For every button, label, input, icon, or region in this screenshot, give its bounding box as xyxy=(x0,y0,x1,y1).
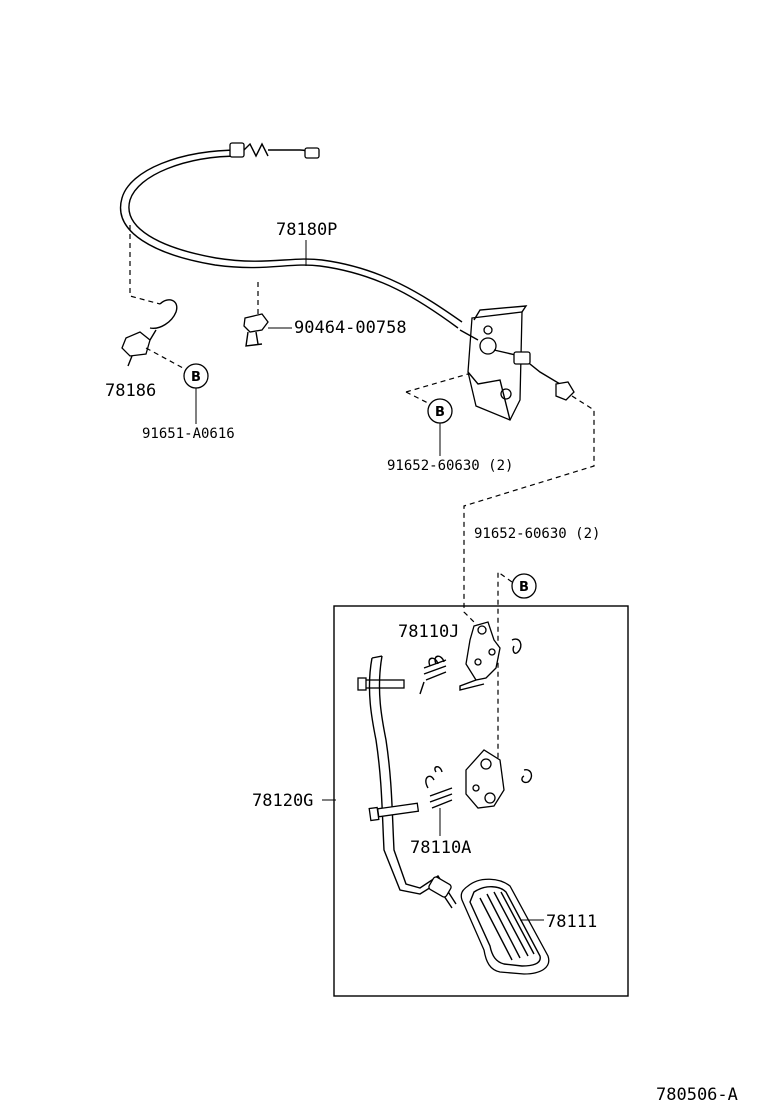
cable-clip xyxy=(121,225,184,369)
label-pedal-bolts: 91652-60630 (2) xyxy=(474,526,600,542)
callout-b-bracket: B xyxy=(427,398,453,456)
pedal-bracket-upper xyxy=(459,621,522,691)
callout-b-pedal: B xyxy=(511,573,537,599)
throttle-cable xyxy=(119,142,463,329)
label-clip-bolt: 91651-A0616 xyxy=(142,426,235,442)
label-cable-clip: 78186 xyxy=(105,381,156,401)
cable-bracket xyxy=(459,305,575,421)
pedal-lever xyxy=(368,655,457,909)
pivot-bolt-lower xyxy=(368,802,420,822)
cable-clamp xyxy=(243,282,292,347)
callout-b-clip: B xyxy=(183,363,209,424)
label-pedal-pad: 78111 xyxy=(546,912,597,932)
pedal-pad xyxy=(460,878,550,975)
return-spring-upper xyxy=(419,655,447,695)
label-bracket-j: 78110J xyxy=(398,622,459,642)
pivot-bolt-upper xyxy=(357,677,405,691)
return-spring-lower xyxy=(425,766,453,836)
label-bracket-bolts: 91652-60630 (2) xyxy=(387,458,513,474)
label-pedal-lever: 78120G xyxy=(252,791,313,811)
diagram-code: 780506-A xyxy=(656,1085,738,1105)
pedal-bracket-lower xyxy=(465,749,533,809)
svg-text:B: B xyxy=(435,405,445,420)
label-cable: 78180P xyxy=(276,220,337,240)
label-bracket-a: 78110A xyxy=(410,838,471,858)
label-clamp: 90464-00758 xyxy=(294,318,407,338)
svg-text:B: B xyxy=(519,580,529,595)
pedal-assembly-frame xyxy=(333,605,629,997)
svg-text:B: B xyxy=(191,370,201,385)
